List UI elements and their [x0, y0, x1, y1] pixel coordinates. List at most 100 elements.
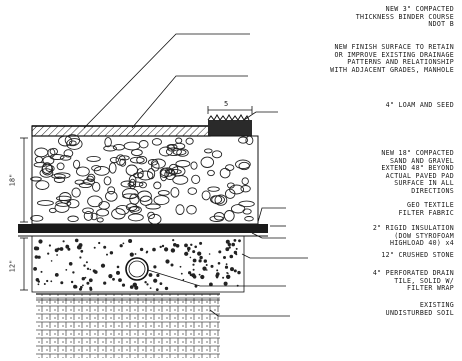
gravel-stone — [207, 169, 215, 177]
crushed-stone-dot — [210, 264, 214, 268]
gravel-stone — [175, 160, 191, 168]
gravel-stone — [176, 148, 189, 157]
crushed-stone-dot — [161, 244, 165, 248]
loam-block — [208, 120, 252, 136]
crushed-stone-dot — [215, 274, 219, 278]
crushed-stone-dot — [37, 280, 40, 283]
dimension-gravel-depth: 18" — [8, 173, 17, 187]
crushed-stone-layer — [31, 235, 245, 293]
crushed-stone-dot — [197, 251, 202, 256]
label-binder-course: NEW 3" COMPACTED THICKNESS BINDER COURSE… — [355, 5, 454, 29]
gravel-stone — [147, 168, 156, 180]
gravel-stone — [91, 165, 102, 172]
gravel-stone — [83, 210, 94, 221]
crushed-stone-dot — [199, 255, 203, 260]
crushed-stone-dot — [60, 281, 64, 285]
crushed-stone-dot — [188, 271, 192, 275]
gravel-stone — [175, 204, 185, 215]
gravel-stone — [145, 203, 161, 210]
gravel-stone — [55, 195, 72, 201]
crushed-stone-dot — [103, 245, 107, 249]
crushed-stone-dot — [146, 283, 149, 286]
gravel-stone — [47, 148, 56, 158]
gravel-stone — [185, 137, 194, 145]
crushed-stone-dot — [175, 244, 180, 248]
gravel-stone — [129, 205, 142, 214]
gravel-stone — [157, 190, 170, 196]
crushed-stone-dot — [173, 243, 177, 247]
gravel-stone — [103, 145, 117, 152]
gravel-stone — [90, 212, 98, 221]
gravel-stone — [147, 159, 159, 166]
gravel-stone — [153, 195, 170, 206]
crushed-stone-dot — [233, 269, 237, 273]
crushed-stone-dot — [192, 258, 197, 263]
crushed-stone-dot — [229, 254, 234, 259]
crushed-stone-dot — [179, 265, 182, 268]
label-geotextile: GEO TEXTILE FILTER FABRIC — [398, 201, 454, 217]
crushed-stone-dot — [65, 269, 68, 271]
crushed-stone-dot — [182, 278, 185, 281]
gravel-stone — [170, 187, 180, 198]
gravel-stone — [238, 200, 255, 208]
crushed-stone-dot — [139, 247, 144, 252]
crushed-stone-dot — [156, 273, 160, 277]
crushed-stone-dot — [93, 246, 96, 249]
gravel-stone — [73, 159, 81, 169]
crushed-stone-dot — [233, 239, 237, 242]
crushed-stone-dot — [47, 252, 50, 255]
crushed-stone-dot — [237, 270, 241, 275]
crushed-stone-dot — [100, 263, 106, 268]
gravel-stone — [82, 207, 94, 214]
crushed-stone-dot — [103, 281, 107, 285]
crushed-stone-dot — [128, 239, 133, 243]
crushed-stone-dot — [43, 283, 46, 285]
crushed-stone-dot — [50, 260, 53, 262]
gravel-stone — [36, 200, 54, 206]
gravel-stone — [58, 192, 72, 204]
gravel-stones — [30, 134, 255, 225]
gravel-stone — [49, 154, 65, 160]
gravel-stone — [45, 165, 55, 172]
gravel-stone — [103, 176, 112, 186]
crushed-stone-dot — [152, 247, 156, 252]
crushed-stone-dot — [231, 242, 235, 247]
crushed-stone-dot — [184, 251, 189, 256]
gravel-stone — [96, 208, 110, 217]
gravel-stone — [225, 164, 235, 171]
crushed-stone-dot — [116, 270, 120, 275]
gravel-stone — [104, 137, 112, 148]
label-finish-surface: NEW FINISH SURFACE TO RETAIN OR IMPROVE … — [330, 43, 454, 74]
gravel-stone — [190, 161, 198, 170]
crushed-stone-dot — [187, 246, 191, 251]
gravel-stone — [131, 148, 143, 157]
crushed-stone-dot — [155, 288, 159, 291]
crushed-stone-dot — [68, 262, 73, 266]
gravel-stone — [128, 206, 140, 212]
crushed-stone-dot — [238, 239, 241, 243]
gravel-stone — [207, 186, 220, 192]
crushed-stone-dot — [132, 282, 137, 287]
gravel-stone — [30, 214, 44, 222]
gravel-stone — [238, 136, 249, 144]
gravel-stone — [172, 149, 187, 156]
crushed-stone-dot — [230, 267, 234, 272]
gravel-stone — [151, 138, 162, 146]
gravel-stone — [78, 182, 92, 189]
crushed-stone-dot — [81, 277, 86, 281]
crushed-stone-dot — [208, 253, 211, 255]
crushed-stone-dot — [164, 286, 169, 291]
crushed-stone-dots — [33, 238, 241, 291]
crushed-stone-dot — [222, 276, 225, 279]
gravel-stone — [93, 166, 110, 176]
crushed-stone-dot — [198, 259, 202, 263]
gravel-stone — [240, 185, 251, 193]
crushed-stone-dot — [33, 267, 37, 271]
gravel-stone — [51, 173, 66, 179]
crushed-stone-dot — [86, 281, 90, 285]
crushed-stone-dot — [184, 243, 188, 248]
gravel-stone — [71, 187, 81, 198]
crushed-stone-dot — [116, 265, 120, 269]
crushed-stone-dot — [199, 241, 203, 245]
crushed-stone-dot — [79, 287, 82, 291]
